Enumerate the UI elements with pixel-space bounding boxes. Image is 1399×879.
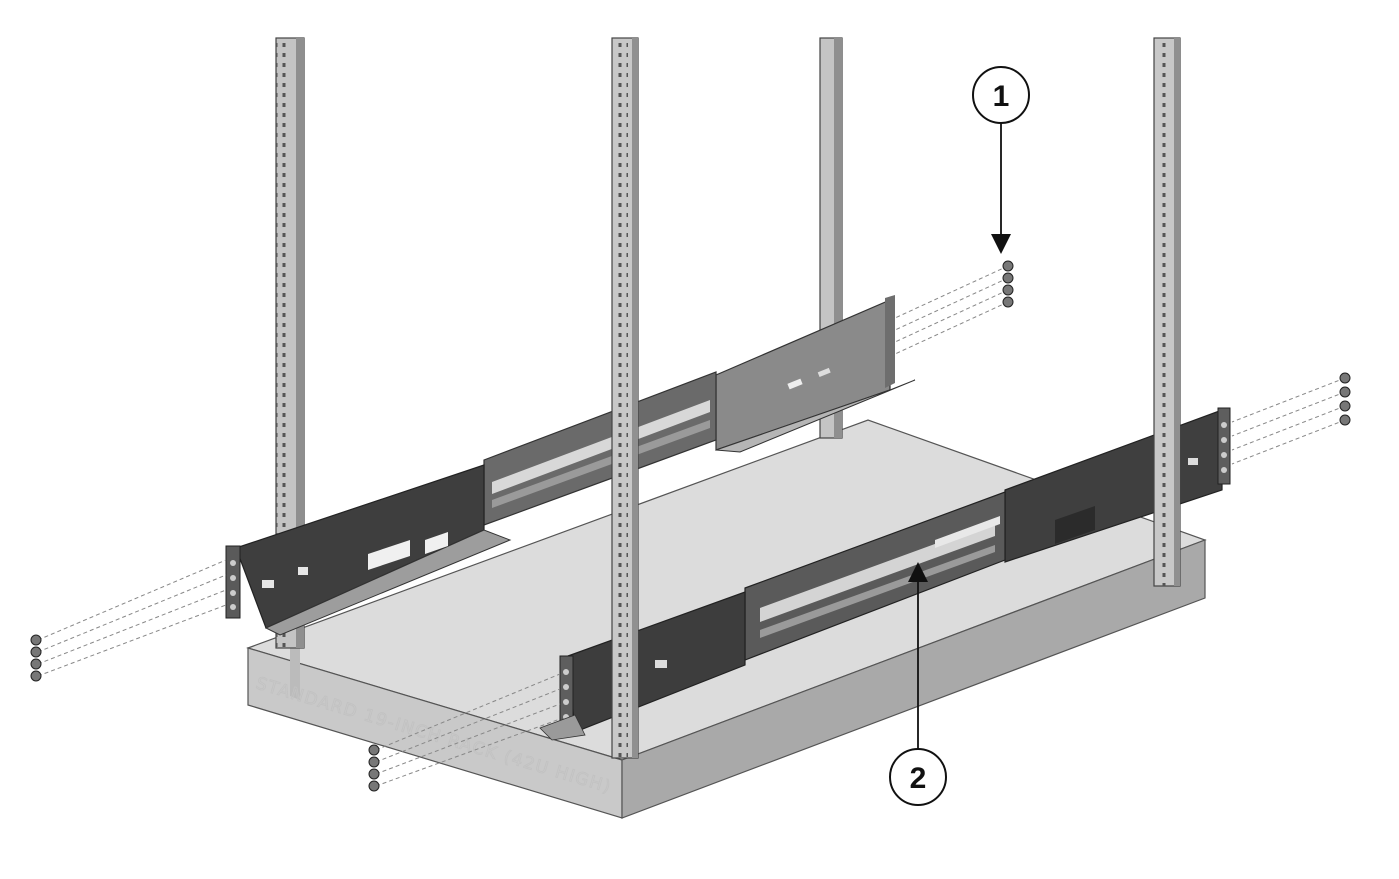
callout-1-arrowhead xyxy=(991,234,1011,254)
callout-2-arrowhead xyxy=(908,562,928,582)
callout-2-number: 2 xyxy=(910,762,927,795)
screws-rear-right xyxy=(1231,372,1351,465)
front-left-post xyxy=(611,37,639,759)
screws-front-left xyxy=(30,559,227,682)
left-rail-assembly xyxy=(225,295,916,636)
callout-1-number: 1 xyxy=(993,80,1010,113)
front-right-post xyxy=(1153,37,1181,587)
callout-2: 2 xyxy=(889,562,947,806)
rack-base xyxy=(246,419,1207,819)
callout-1: 1 xyxy=(972,66,1030,254)
screws-front-right xyxy=(368,673,561,792)
screws-rear-left xyxy=(894,260,1014,355)
